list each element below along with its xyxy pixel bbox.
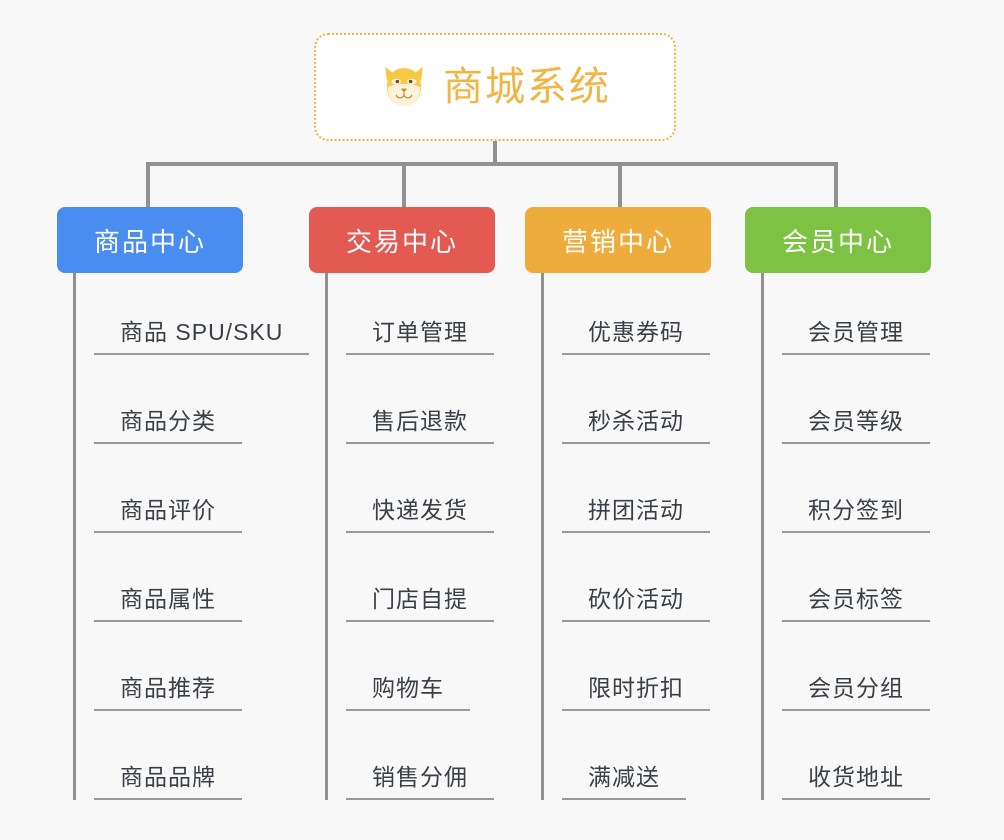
leaf-item[interactable]: 快递发货 <box>346 444 525 533</box>
leaf-item-label: 限时折扣 <box>562 669 710 711</box>
leaf-item-label: 会员标签 <box>782 580 930 622</box>
connector-root-stem <box>493 141 497 165</box>
leaf-item-label: 商品品牌 <box>94 758 242 800</box>
leaf-item[interactable]: 拼团活动 <box>562 444 741 533</box>
leaf-item-label: 销售分佣 <box>346 758 494 800</box>
leaf-item-label: 快递发货 <box>346 491 494 533</box>
leaf-item[interactable]: 砍价活动 <box>562 533 741 622</box>
leaf-item[interactable]: 购物车 <box>346 622 525 711</box>
leaf-item[interactable]: 限时折扣 <box>562 622 741 711</box>
leaf-list: 优惠券码秒杀活动拼团活动砍价活动限时折扣满减送 <box>541 273 741 800</box>
leaf-list: 会员管理会员等级积分签到会员标签会员分组收货地址 <box>761 273 965 800</box>
leaf-item[interactable]: 商品分类 <box>94 355 307 444</box>
leaf-item-label: 门店自提 <box>346 580 494 622</box>
leaf-item-label: 会员分组 <box>782 669 930 711</box>
leaf-item[interactable]: 销售分佣 <box>346 711 525 800</box>
leaf-item-label: 满减送 <box>562 758 686 800</box>
leaf-item-label: 商品 SPU/SKU <box>94 313 310 355</box>
leaf-item[interactable]: 售后退款 <box>346 355 525 444</box>
leaf-item-label: 砍价活动 <box>562 580 710 622</box>
connector-drop-3 <box>618 162 622 209</box>
root-title: 商城系统 <box>443 65 611 109</box>
leaf-item[interactable]: 积分签到 <box>782 444 965 533</box>
leaf-item-label: 会员等级 <box>782 402 930 444</box>
column-trade-center: 交易中心订单管理售后退款快递发货门店自提购物车销售分佣 <box>309 207 525 800</box>
leaf-item-label: 拼团活动 <box>562 491 710 533</box>
leaf-item-label: 优惠券码 <box>562 313 710 355</box>
category-box[interactable]: 营销中心 <box>525 207 711 273</box>
leaf-item-label: 会员管理 <box>782 313 930 355</box>
leaf-item[interactable]: 会员标签 <box>782 533 965 622</box>
leaf-item-label: 积分签到 <box>782 491 930 533</box>
column-product-center: 商品中心商品 SPU/SKU 商品分类商品评价商品属性商品推荐商品品牌 <box>57 207 310 800</box>
connector-drop-2 <box>402 162 406 209</box>
leaf-item[interactable]: 订单管理 <box>346 273 525 355</box>
category-box[interactable]: 交易中心 <box>309 207 495 273</box>
leaf-item[interactable]: 商品品牌 <box>94 711 307 800</box>
leaf-item-label: 售后退款 <box>346 402 494 444</box>
category-box[interactable]: 商品中心 <box>57 207 243 273</box>
column-marketing-center: 营销中心优惠券码秒杀活动拼团活动砍价活动限时折扣满减送 <box>525 207 741 800</box>
leaf-item[interactable]: 秒杀活动 <box>562 355 741 444</box>
leaf-item[interactable]: 收货地址 <box>782 711 965 800</box>
leaf-item-label: 收货地址 <box>782 758 930 800</box>
leaf-item[interactable]: 满减送 <box>562 711 741 800</box>
leaf-item-label: 商品分类 <box>94 402 242 444</box>
leaf-item[interactable]: 会员分组 <box>782 622 965 711</box>
leaf-item[interactable]: 商品评价 <box>94 444 307 533</box>
leaf-item-label: 秒杀活动 <box>562 402 710 444</box>
leaf-item-label: 订单管理 <box>346 313 494 355</box>
leaf-item-label: 商品属性 <box>94 580 242 622</box>
connector-horizontal-bar <box>146 162 838 166</box>
leaf-item[interactable]: 优惠券码 <box>562 273 741 355</box>
root-node-shop-system[interactable]: 商城系统 <box>314 33 676 141</box>
leaf-item[interactable]: 商品推荐 <box>94 622 307 711</box>
leaf-item-label: 商品评价 <box>94 491 242 533</box>
leaf-list: 订单管理售后退款快递发货门店自提购物车销售分佣 <box>325 273 525 800</box>
leaf-item[interactable]: 会员等级 <box>782 355 965 444</box>
leaf-item-label: 购物车 <box>346 669 470 711</box>
leaf-list: 商品 SPU/SKU 商品分类商品评价商品属性商品推荐商品品牌 <box>73 273 310 800</box>
column-member-center: 会员中心会员管理会员等级积分签到会员标签会员分组收货地址 <box>745 207 965 800</box>
connector-drop-1 <box>146 162 150 209</box>
leaf-item[interactable]: 门店自提 <box>346 533 525 622</box>
category-box[interactable]: 会员中心 <box>745 207 931 273</box>
leaf-item[interactable]: 会员管理 <box>782 273 965 355</box>
shiba-dog-face-icon <box>385 66 423 106</box>
leaf-item[interactable]: 商品 SPU/SKU <box>94 273 310 355</box>
leaf-item-label: 商品推荐 <box>94 669 242 711</box>
connector-drop-4 <box>834 162 838 209</box>
leaf-item[interactable]: 商品属性 <box>94 533 307 622</box>
